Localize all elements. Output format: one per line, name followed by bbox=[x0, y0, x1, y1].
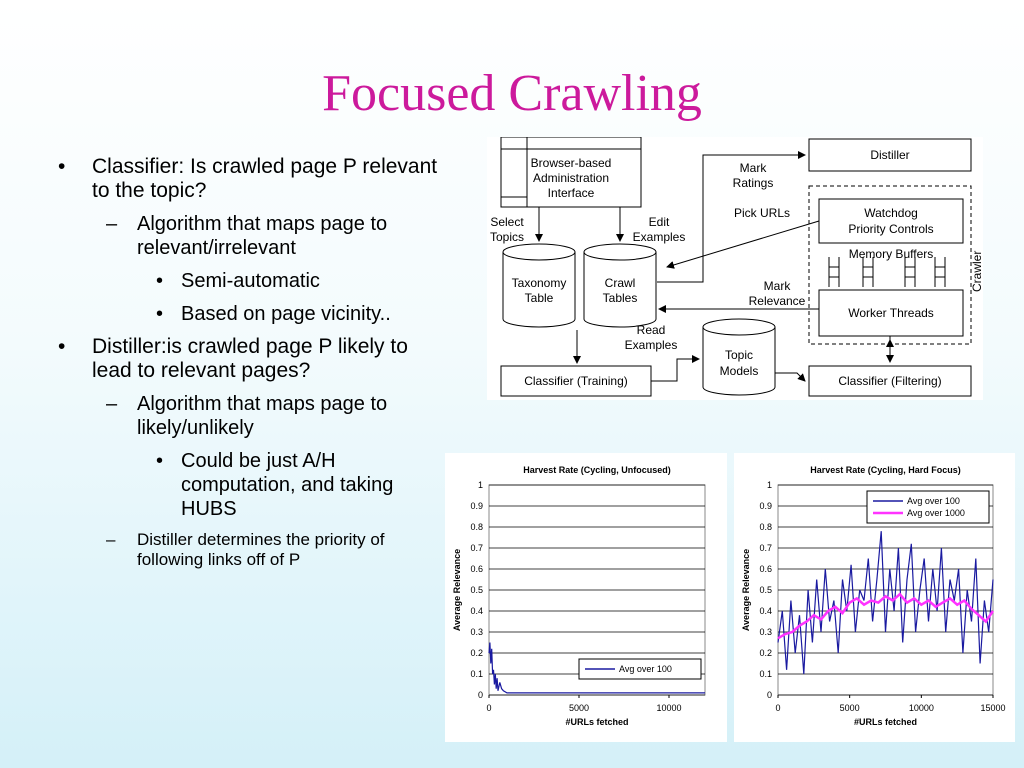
bullet-list: •Classifier: Is crawled page P relevant … bbox=[40, 155, 440, 579]
bullet-distiller-priority: –Distiller determines the priority of fo… bbox=[106, 530, 385, 569]
y-axis-label: Average Relevance bbox=[452, 549, 462, 631]
select-topics-label-1: Select bbox=[490, 215, 524, 229]
y-tick-label: 0.2 bbox=[470, 648, 483, 658]
y-tick-label: 0.5 bbox=[759, 585, 772, 595]
series-line bbox=[777, 531, 994, 675]
y-tick-label: 1 bbox=[478, 480, 483, 490]
mark-ratings-label-2: Ratings bbox=[733, 176, 774, 190]
taxonomy-cylinder bbox=[502, 243, 576, 328]
chart-title: Harvest Rate (Cycling, Unfocused) bbox=[523, 465, 671, 475]
pick-urls-label: Pick URLs bbox=[734, 206, 790, 220]
x-tick-label: 0 bbox=[486, 703, 491, 713]
bullet-distiller: •Distiller:is crawled page P likely to l… bbox=[58, 335, 408, 382]
architecture-diagram: Browser-based Administration Interface D… bbox=[487, 136, 984, 400]
x-axis-label: #URLs fetched bbox=[565, 717, 628, 727]
topic-models-label-1: Topic bbox=[725, 348, 753, 362]
legend-box bbox=[866, 490, 990, 524]
watchdog-label-1: Watchdog bbox=[864, 206, 918, 220]
bullet-classifier: •Classifier: Is crawled page P relevant … bbox=[58, 155, 438, 202]
classifier-filtering-label: Classifier (Filtering) bbox=[838, 374, 941, 388]
read-examples-label-2: Examples bbox=[625, 338, 678, 352]
y-tick-label: 0.4 bbox=[470, 606, 483, 616]
y-tick-label: 0.9 bbox=[759, 501, 772, 511]
distiller-box bbox=[808, 138, 972, 172]
crawl-tables-cylinder bbox=[583, 243, 657, 328]
mark-ratings-label-1: Mark bbox=[740, 161, 768, 175]
topic-models-label-2: Models bbox=[720, 364, 759, 378]
y-tick-label: 0.3 bbox=[470, 627, 483, 637]
y-tick-label: 0.1 bbox=[470, 669, 483, 679]
crawl-tables-label-1: Crawl bbox=[605, 276, 636, 290]
read-examples-label-1: Read bbox=[637, 323, 666, 337]
chart-hard-focus: Harvest Rate (Cycling, Hard Focus) 0 0.1 0.… bbox=[734, 453, 1015, 742]
edit-examples-label-1: Edit bbox=[649, 215, 670, 229]
classifier-training-label: Classifier (Training) bbox=[524, 374, 628, 388]
y-tick-label: 0.8 bbox=[759, 522, 772, 532]
y-tick-label: 0 bbox=[767, 690, 772, 700]
y-tick-label: 0.9 bbox=[470, 501, 483, 511]
topic-models-cylinder bbox=[702, 318, 776, 396]
taxonomy-label-2: Table bbox=[525, 291, 554, 305]
memory-buffers-label: Memory Buffers bbox=[849, 247, 933, 261]
y-tick-label: 0.6 bbox=[470, 564, 483, 574]
slide-title: Focused Crawling bbox=[322, 65, 702, 122]
legend-box bbox=[578, 658, 702, 680]
chart-unfocused: Harvest Rate (Cycling, Unfocused) 0 0.1 0.2… bbox=[445, 453, 727, 742]
series-line bbox=[777, 592, 995, 640]
y-tick-label: 0.2 bbox=[759, 648, 772, 658]
y-tick-label: 0.8 bbox=[470, 522, 483, 532]
bullet-classifier-algorithm: –Algorithm that maps page to relevant/ir… bbox=[106, 213, 388, 259]
y-tick-label: 0.5 bbox=[470, 585, 483, 595]
worker-threads-box bbox=[818, 289, 964, 337]
x-tick-label: 10000 bbox=[909, 703, 934, 713]
y-tick-label: 0.6 bbox=[759, 564, 772, 574]
y-tick-label: 0.4 bbox=[759, 606, 772, 616]
mark-relevance-label-2: Relevance bbox=[749, 294, 806, 308]
y-tick-label: 0.1 bbox=[759, 669, 772, 679]
bullet-page-vicinity: •Based on page vicinity.. bbox=[156, 303, 391, 325]
classifier-filtering-box bbox=[808, 365, 972, 397]
legend-label: Avg over 1000 bbox=[907, 508, 965, 518]
worker-threads-label: Worker Threads bbox=[848, 306, 934, 320]
watchdog-label-2: Priority Controls bbox=[848, 222, 933, 236]
memory-buffer-bars bbox=[828, 257, 946, 287]
browser-box-label-3: Interface bbox=[548, 186, 595, 200]
x-tick-label: 5000 bbox=[569, 703, 589, 713]
browser-box-label-1: Browser-based bbox=[531, 156, 612, 170]
x-tick-label: 0 bbox=[775, 703, 780, 713]
distiller-label: Distiller bbox=[870, 148, 909, 162]
y-axis-label: Average Relevance bbox=[741, 549, 751, 631]
browser-box bbox=[500, 136, 642, 208]
x-tick-label: 10000 bbox=[656, 703, 681, 713]
legend-label: Avg over 100 bbox=[619, 664, 672, 674]
browser-box-label-2: Administration bbox=[533, 171, 609, 185]
bullet-distiller-algorithm: –Algorithm that maps page to likely/unli… bbox=[106, 393, 388, 439]
y-tick-label: 0.3 bbox=[759, 627, 772, 637]
y-tick-label: 1 bbox=[767, 480, 772, 490]
taxonomy-label-1: Taxonomy bbox=[512, 276, 567, 290]
bullet-semi-automatic: •Semi-automatic bbox=[156, 270, 320, 292]
select-topics-label-2: Topics bbox=[490, 230, 524, 244]
crawl-tables-label-2: Tables bbox=[603, 291, 638, 305]
y-tick-label: 0.7 bbox=[470, 543, 483, 553]
x-tick-label: 15000 bbox=[980, 703, 1005, 713]
x-tick-label: 5000 bbox=[840, 703, 860, 713]
y-tick-label: 0.7 bbox=[759, 543, 772, 553]
x-axis-label: #URLs fetched bbox=[854, 717, 917, 727]
chart-title: Harvest Rate (Cycling, Hard Focus) bbox=[810, 465, 961, 475]
edit-examples-label-2: Examples bbox=[633, 230, 686, 244]
y-tick-label: 0 bbox=[478, 690, 483, 700]
series-line bbox=[488, 642, 705, 694]
crawler-label: Crawler bbox=[970, 251, 983, 292]
legend-label: Avg over 100 bbox=[907, 496, 960, 506]
mark-relevance-label-1: Mark bbox=[764, 279, 792, 293]
bullet-hubs: •Could be just A/H computation, and taki… bbox=[156, 450, 394, 520]
